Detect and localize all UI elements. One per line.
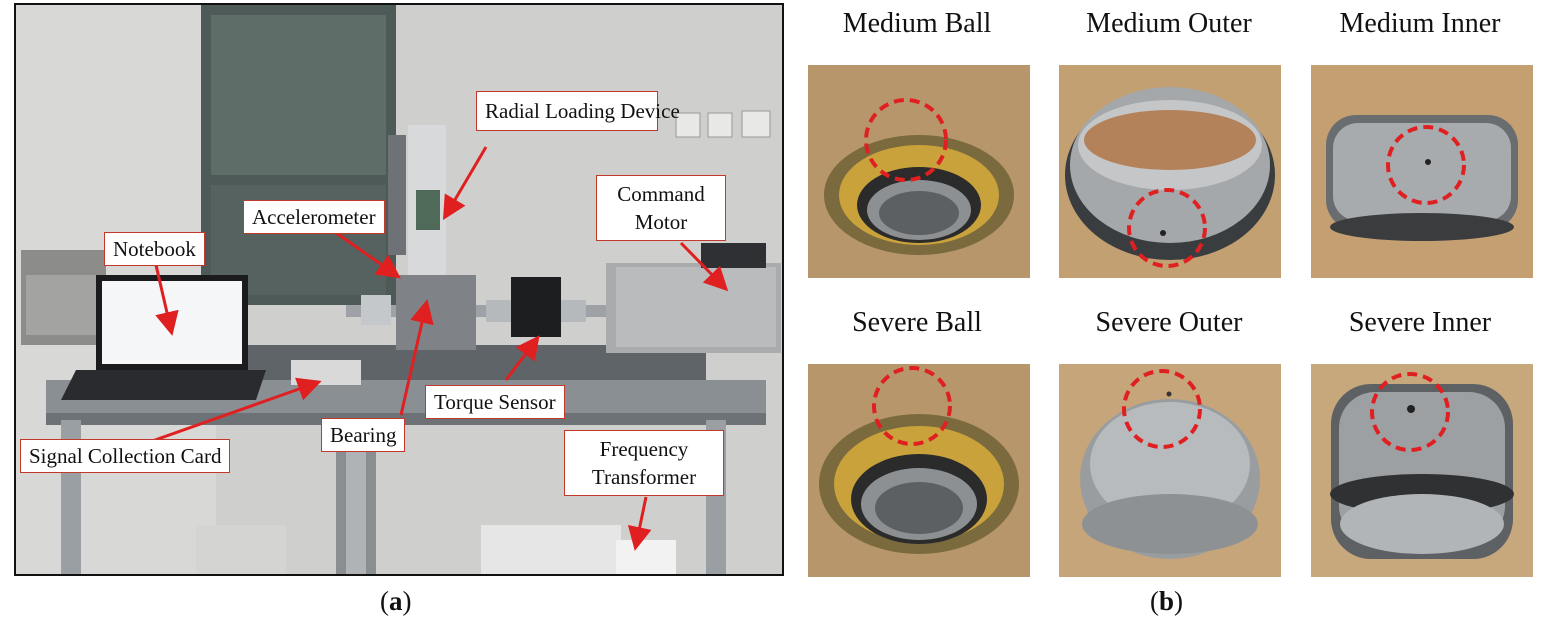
title-medium-outer: Medium Outer [1086,8,1252,39]
callout-frequency-transformer: Frequency Transformer [564,430,724,496]
callout-accelerometer: Accelerometer [243,200,385,234]
callout-label: Radial Loading Device [485,99,680,123]
fault-marker [1370,372,1450,452]
caption-letter: b [1159,586,1175,616]
callout-label: Signal Collection Card [29,444,222,468]
fault-marker [872,366,952,446]
caption-b: (b) [1150,586,1184,616]
title-severe-outer: Severe Outer [1095,307,1243,338]
callout-label: Frequency Transformer [591,437,697,489]
photo-severe-inner [1311,364,1533,577]
fault-marker [1122,369,1202,449]
photo-severe-ball [808,364,1030,577]
photo-medium-outer [1059,65,1281,278]
callout-signal-collection-card: Signal Collection Card [20,439,231,473]
caption-letter: a [389,586,403,616]
fault-marker [1127,188,1207,268]
callout-label: Bearing [330,423,397,447]
fault-marker [864,98,948,182]
fault-marker [1386,125,1466,205]
photo-medium-ball [808,65,1030,278]
callout-radial-loading-device: Radial Loading Device [476,91,680,131]
callout-label: Accelerometer [252,205,376,229]
callout-label: Notebook [113,237,196,261]
callout-torque-sensor: Torque Sensor [425,385,565,419]
test-rig-photo: Radial Loading Device Accelerometer Comm… [14,3,784,576]
callout-label: Torque Sensor [434,390,556,414]
callout-notebook: Notebook [104,232,205,266]
title-medium-inner: Medium Inner [1339,8,1501,39]
callout-bearing: Bearing [321,418,406,452]
photo-severe-outer [1059,364,1281,577]
title-severe-ball: Severe Ball [852,307,982,338]
callout-label: Command Motor [617,182,705,234]
callout-command-motor: Command Motor [596,175,726,241]
title-severe-inner: Severe Inner [1348,307,1492,338]
caption-a: (a) [380,586,412,616]
photo-medium-inner [1311,65,1533,278]
title-medium-ball: Medium Ball [842,8,992,39]
